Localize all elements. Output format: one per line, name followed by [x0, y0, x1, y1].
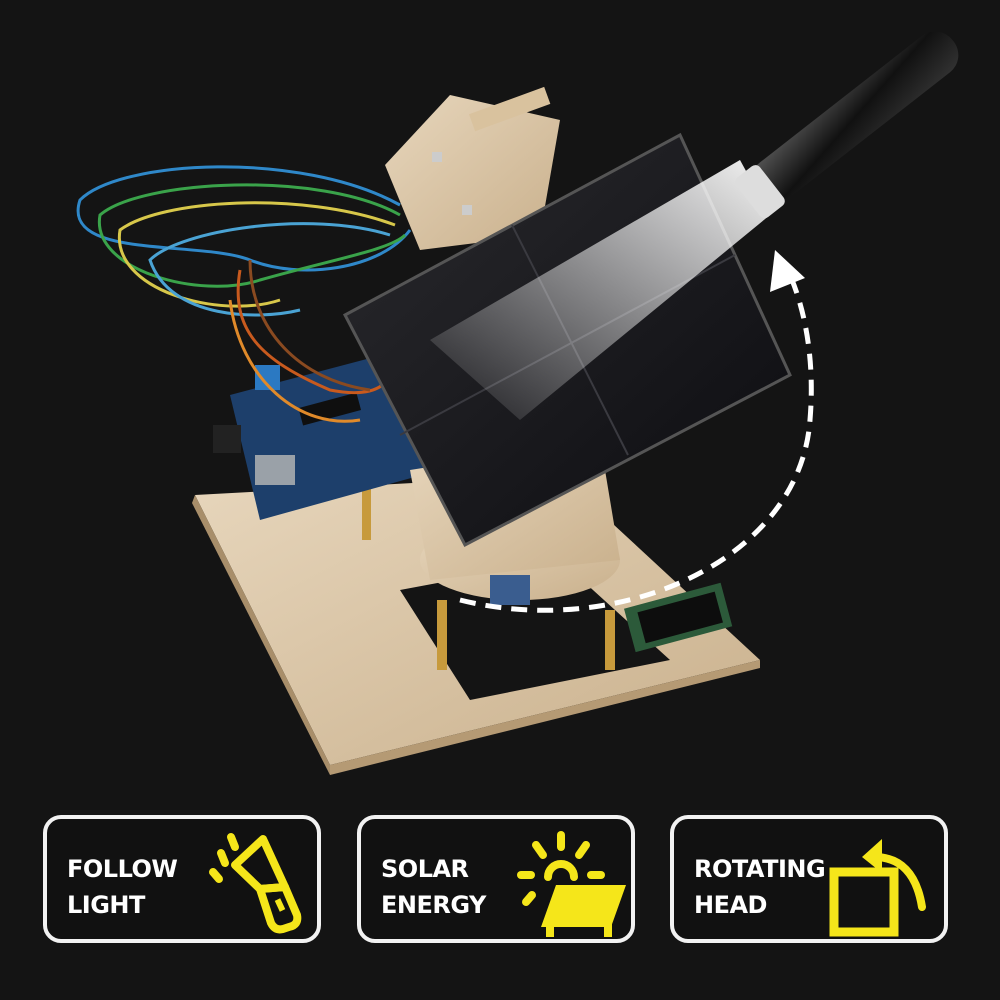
feature-line1: FOLLOW — [67, 855, 178, 883]
feature-badge-rotating-head: ROTATING HEAD — [670, 815, 948, 943]
feature-line1: SOLAR — [381, 855, 469, 883]
flashlight — [735, 31, 959, 219]
feature-line1: ROTATING — [694, 855, 826, 883]
feature-line2: ENERGY — [381, 891, 486, 919]
voltmeter-display — [624, 582, 733, 653]
feature-line2: LIGHT — [67, 891, 145, 919]
rotate-arrow-icon — [829, 839, 926, 937]
rotation-arrow — [459, 250, 814, 613]
feature-line2: HEAD — [694, 891, 767, 919]
sensor-bracket — [385, 86, 560, 250]
wooden-base-plate — [192, 475, 760, 775]
feature-badge-follow-light: FOLLOW LIGHT — [43, 815, 321, 943]
flashlight-icon — [209, 833, 302, 934]
feature-badge-solar-energy: SOLAR ENERGY — [357, 815, 635, 943]
standoffs — [362, 480, 615, 670]
solar-panel-sun-icon — [517, 831, 626, 937]
solar-tracker-photo — [76, 31, 959, 775]
light-beam — [430, 160, 770, 420]
